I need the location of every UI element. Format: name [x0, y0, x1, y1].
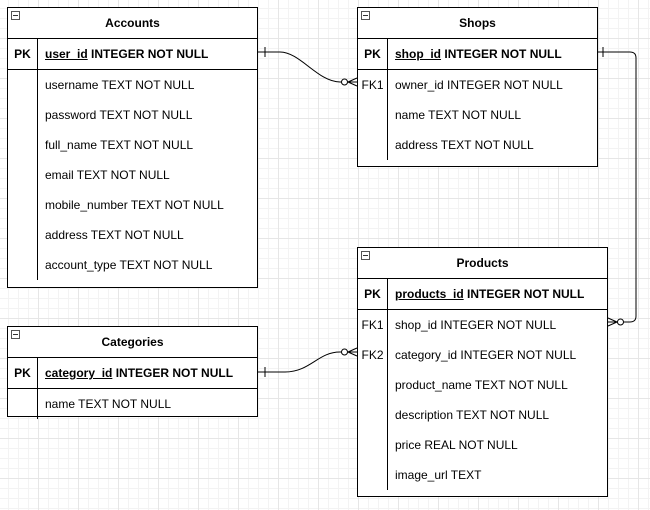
pk-type: INTEGER NOT NULL [91, 47, 209, 61]
field-row[interactable]: address TEXT NOT NULL [358, 130, 597, 160]
field-row[interactable]: account_type TEXT NOT NULL [8, 250, 257, 280]
key-label [8, 220, 38, 250]
key-label [358, 100, 388, 130]
key-label [8, 100, 38, 130]
pk-type: INTEGER NOT NULL [444, 47, 562, 61]
field-text: address TEXT NOT NULL [45, 228, 184, 242]
field-row[interactable]: FK1 owner_id INTEGER NOT NULL [358, 70, 597, 100]
collapse-icon[interactable] [11, 11, 20, 20]
pk-name: products_id [395, 287, 464, 301]
accounts-title: Accounts [105, 16, 160, 30]
pk-name: user_id [45, 47, 88, 61]
field-text: product_name TEXT NOT NULL [395, 378, 568, 392]
accounts-entity[interactable]: Accounts PK user_id INTEGER NOT NULL use… [7, 7, 258, 288]
field-row[interactable]: FK1 shop_id INTEGER NOT NULL [358, 310, 607, 340]
field-row[interactable]: image_url TEXT [358, 460, 607, 490]
products-entity-header[interactable]: Products [358, 248, 607, 279]
pk-field: category_id INTEGER NOT NULL [38, 358, 233, 388]
field-row[interactable]: address TEXT NOT NULL [8, 220, 257, 250]
shops-entity-header[interactable]: Shops [358, 8, 597, 39]
field-row[interactable]: name TEXT NOT NULL [358, 100, 597, 130]
products-title: Products [456, 256, 509, 270]
key-label [358, 430, 388, 460]
key-label [358, 400, 388, 430]
field-text: name TEXT NOT NULL [395, 108, 522, 122]
field-row[interactable]: description TEXT NOT NULL [358, 400, 607, 430]
accounts-fields: username TEXT NOT NULL password TEXT NOT… [8, 70, 257, 288]
key-label: FK1 [358, 70, 388, 100]
field-text: image_url TEXT [395, 468, 482, 482]
field-row[interactable]: full_name TEXT NOT NULL [8, 130, 257, 160]
pk-name: shop_id [395, 47, 442, 61]
field-text: name TEXT NOT NULL [45, 397, 172, 411]
field-row[interactable]: mobile_number TEXT NOT NULL [8, 190, 257, 220]
field-row[interactable]: product_name TEXT NOT NULL [358, 370, 607, 400]
products-pk-row[interactable]: PK products_id INTEGER NOT NULL [358, 279, 607, 310]
collapse-icon[interactable] [11, 330, 20, 339]
field-text: description TEXT NOT NULL [395, 408, 550, 422]
field-text: username TEXT NOT NULL [45, 78, 195, 92]
products-entity[interactable]: Products PK products_id INTEGER NOT NULL… [357, 247, 608, 497]
relationship-accounts-shops[interactable] [258, 47, 358, 87]
key-label [8, 160, 38, 190]
collapse-icon[interactable] [361, 251, 370, 260]
key-label [358, 130, 388, 160]
field-text: owner_id INTEGER NOT NULL [395, 78, 563, 92]
field-text: category_id INTEGER NOT NULL [395, 348, 577, 362]
key-label: FK1 [358, 310, 388, 340]
key-label [8, 130, 38, 160]
pk-field: user_id INTEGER NOT NULL [38, 39, 208, 69]
shops-entity[interactable]: Shops PK shop_id INTEGER NOT NULL FK1 own… [357, 7, 598, 167]
field-text: mobile_number TEXT NOT NULL [45, 198, 224, 212]
pk-name: category_id [45, 366, 113, 380]
pk-type: INTEGER NOT NULL [115, 366, 234, 380]
field-text: shop_id INTEGER NOT NULL [395, 318, 557, 332]
field-text: full_name TEXT NOT NULL [45, 138, 194, 152]
key-label [8, 250, 38, 280]
field-row[interactable]: password TEXT NOT NULL [8, 100, 257, 130]
key-label [358, 370, 388, 400]
field-row[interactable]: name TEXT NOT NULL [8, 389, 257, 419]
key-label [8, 389, 38, 419]
shops-fields: FK1 owner_id INTEGER NOT NULL name TEXT N… [358, 70, 597, 168]
categories-title: Categories [101, 335, 164, 349]
shops-title: Shops [459, 16, 496, 30]
categories-entity-header[interactable]: Categories [8, 327, 257, 358]
key-label [358, 460, 388, 490]
field-text: email TEXT NOT NULL [45, 168, 170, 182]
categories-fields: name TEXT NOT NULL [8, 389, 257, 419]
key-label: PK [8, 358, 38, 388]
accounts-pk-row[interactable]: PK user_id INTEGER NOT NULL [8, 39, 257, 70]
key-label: FK2 [358, 340, 388, 370]
field-row[interactable]: price REAL NOT NULL [358, 430, 607, 460]
categories-entity[interactable]: Categories PK category_id INTEGER NOT NU… [7, 326, 258, 419]
categories-pk-row[interactable]: PK category_id INTEGER NOT NULL [8, 358, 257, 389]
field-row[interactable]: FK2 category_id INTEGER NOT NULL [358, 340, 607, 370]
relationship-categories-products[interactable] [258, 347, 358, 377]
field-row[interactable]: email TEXT NOT NULL [8, 160, 257, 190]
key-label: PK [358, 39, 388, 69]
key-label [8, 190, 38, 220]
shops-pk-row[interactable]: PK shop_id INTEGER NOT NULL [358, 39, 597, 70]
field-text: password TEXT NOT NULL [45, 108, 193, 122]
key-label: PK [358, 279, 388, 309]
field-text: account_type TEXT NOT NULL [45, 258, 213, 272]
field-text: price REAL NOT NULL [395, 438, 518, 452]
key-label: PK [8, 39, 38, 69]
accounts-entity-header[interactable]: Accounts [8, 8, 257, 39]
key-label [8, 70, 38, 100]
pk-type: INTEGER NOT NULL [467, 287, 585, 301]
pk-field: products_id INTEGER NOT NULL [388, 279, 584, 309]
pk-field: shop_id INTEGER NOT NULL [388, 39, 562, 69]
products-fields: FK1 shop_id INTEGER NOT NULL FK2 category_… [358, 310, 607, 498]
field-text: address TEXT NOT NULL [395, 138, 534, 152]
collapse-icon[interactable] [361, 11, 370, 20]
field-row[interactable]: username TEXT NOT NULL [8, 70, 257, 100]
